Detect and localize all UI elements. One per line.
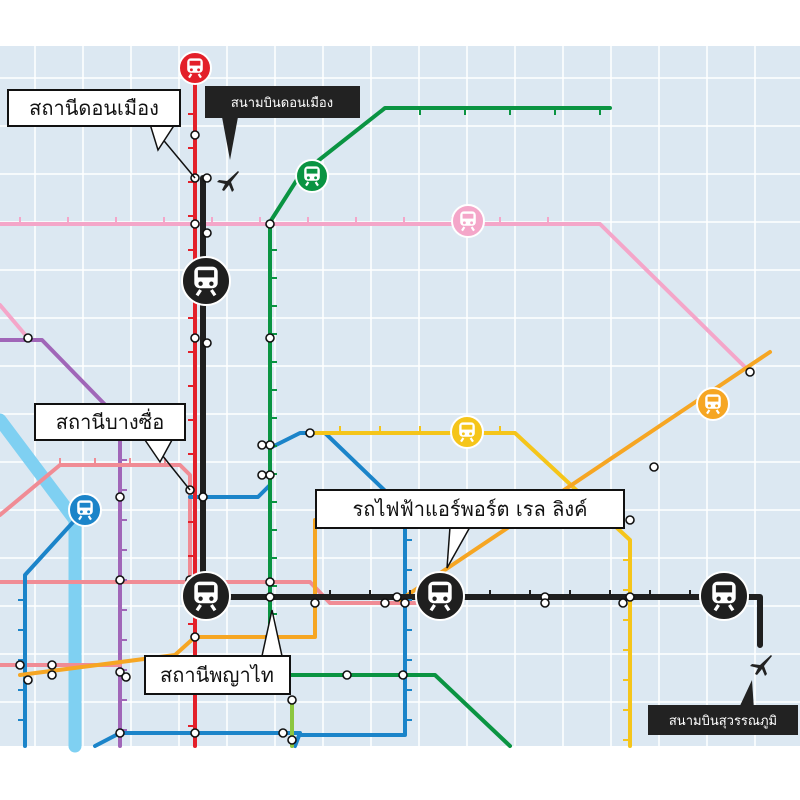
station-dot bbox=[540, 598, 550, 608]
station-dot bbox=[392, 592, 402, 602]
station-dot bbox=[202, 173, 212, 183]
station-dot bbox=[115, 575, 125, 585]
station-dot bbox=[618, 598, 628, 608]
station-dot bbox=[745, 367, 755, 377]
station-dot bbox=[190, 632, 200, 642]
station-dot bbox=[400, 598, 410, 608]
label-don-mueang-airport: สนามบินดอนเมือง bbox=[231, 95, 333, 111]
station-dot bbox=[47, 670, 57, 680]
pink-line-west bbox=[0, 303, 30, 340]
station-dot bbox=[202, 228, 212, 238]
label-don-mueang-station: สถานีดอนเมือง bbox=[29, 96, 159, 120]
station-dot bbox=[115, 728, 125, 738]
station-dot bbox=[265, 333, 275, 343]
station-dot bbox=[265, 470, 275, 480]
station-dot bbox=[190, 219, 200, 229]
train-icons bbox=[68, 51, 749, 621]
station-dot bbox=[202, 338, 212, 348]
station-dot bbox=[198, 492, 208, 502]
train-icon bbox=[181, 256, 231, 306]
station-dot bbox=[380, 598, 390, 608]
station-dot bbox=[342, 670, 352, 680]
station-dot bbox=[305, 428, 315, 438]
station-dot bbox=[278, 728, 288, 738]
station-dot bbox=[625, 592, 635, 602]
station-dot bbox=[265, 440, 275, 450]
train-icon bbox=[68, 493, 102, 527]
station-dot bbox=[23, 333, 33, 343]
airport-rail-link-line bbox=[200, 175, 763, 648]
train-icon bbox=[295, 159, 329, 193]
station-dot bbox=[47, 660, 57, 670]
station-dot bbox=[190, 333, 200, 343]
station-dot bbox=[115, 667, 125, 677]
callout-airport-rail-link: รถไฟฟ้าแอร์พอร์ต เรล ลิงค์ bbox=[315, 489, 625, 569]
train-icon bbox=[451, 204, 485, 238]
station-dot bbox=[398, 670, 408, 680]
station-dot bbox=[257, 470, 267, 480]
station-dot bbox=[265, 592, 275, 602]
label-phaya-thai-station: สถานีพญาไท bbox=[160, 663, 274, 687]
station-dot bbox=[257, 440, 267, 450]
callout-don-mueang-airport: สนามบินดอนเมือง bbox=[205, 86, 360, 160]
train-icon bbox=[178, 51, 212, 85]
train-icon bbox=[450, 415, 484, 449]
station-dot bbox=[287, 735, 297, 745]
station-dot bbox=[649, 462, 659, 472]
station-dot bbox=[287, 695, 297, 705]
train-icon bbox=[699, 571, 749, 621]
callout-don-mueang-station: สถานีดอนเมือง bbox=[7, 89, 196, 179]
station-dot bbox=[190, 130, 200, 140]
station-dot bbox=[23, 675, 33, 685]
callout-bang-sue-station: สถานีบางซื่อ bbox=[34, 403, 191, 491]
station-dot bbox=[15, 660, 25, 670]
train-icon bbox=[415, 571, 465, 621]
map-background bbox=[0, 46, 800, 746]
train-icon bbox=[181, 571, 231, 621]
callout-suvarnabhumi-airport: สนามบินสุวรรณภูมิ bbox=[648, 680, 798, 735]
label-suvarnabhumi-airport: สนามบินสุวรรณภูมิ bbox=[669, 714, 777, 729]
train-icon bbox=[696, 387, 730, 421]
station-dot bbox=[265, 577, 275, 587]
callout-phaya-thai-station: สถานีพญาไท bbox=[144, 609, 291, 695]
station-dot bbox=[115, 492, 125, 502]
station-dot bbox=[121, 672, 131, 682]
station-dot bbox=[190, 728, 200, 738]
station-dot bbox=[265, 219, 275, 229]
station-dot bbox=[625, 515, 635, 525]
label-bang-sue-station: สถานีบางซื่อ bbox=[56, 408, 165, 434]
label-airport-rail-link: รถไฟฟ้าแอร์พอร์ต เรล ลิงค์ bbox=[353, 497, 588, 521]
station-dot bbox=[310, 598, 320, 608]
